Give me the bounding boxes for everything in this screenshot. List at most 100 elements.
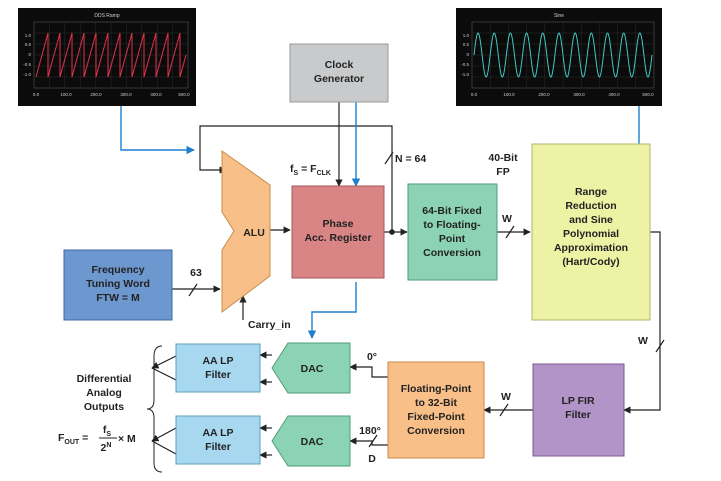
fixed-to-float-line4: Conversion: [423, 247, 481, 259]
dac-bottom-label: DAC: [301, 436, 324, 448]
aa-filter-top-block: AA LP Filter: [175, 343, 261, 393]
w-bottom-label: W: [501, 391, 511, 403]
aa-bottom-output-b: [151, 440, 177, 455]
ramp-x-tick: 200.0: [90, 92, 102, 97]
fout-numerator: fS: [103, 424, 112, 438]
bus-slashes: [188, 151, 665, 448]
clock-generator-line2: Generator: [314, 73, 364, 85]
output-brace: [146, 345, 163, 473]
fixed-to-float-line1: 64-Bit Fixed: [422, 205, 482, 217]
range-to-fir-wire: [623, 231, 661, 414]
fout-denominator: 2N: [101, 442, 112, 454]
ftw-line2: Tuning Word: [86, 278, 150, 290]
range-line6: (Hart/Cody): [562, 256, 619, 268]
sine-y-tick: -0.5: [461, 62, 469, 67]
n-bits-label: N = 64: [395, 153, 426, 165]
bus-slash-n: [384, 151, 394, 165]
aa-bottom-output-a: [151, 427, 177, 442]
bus-slash-w: [505, 225, 515, 239]
ftw-block: Frequency Tuning Word FTW = M: [63, 249, 173, 321]
d-label: D: [368, 453, 376, 465]
fs-label: fS = FCLK: [290, 163, 331, 177]
outputs-line3: Outputs: [84, 401, 124, 413]
sine-y-tick: 1.0: [463, 33, 470, 38]
range-line4: Polynomial: [563, 228, 619, 240]
fixed-to-float-line3: Point: [439, 233, 466, 245]
sine-scope-background: [456, 8, 662, 106]
bus-slash-w-bottom: [499, 403, 509, 417]
clock-generator-block: Clock Generator: [289, 43, 389, 103]
dac-top-block: DAC: [271, 342, 351, 394]
sine-x-tick: 100.0: [503, 92, 515, 97]
phase-acc-block: Phase Acc. Register: [291, 185, 385, 279]
fixed-to-float-line2: to Floating-: [423, 219, 481, 231]
aa-filter-bottom-box: [175, 415, 261, 465]
fixed-to-float-box: [407, 183, 498, 281]
phase-probe-line: [307, 282, 357, 339]
ramp-y-tick: 0.5: [25, 42, 32, 47]
phase-acc-box: [291, 185, 385, 279]
dac-top-shape: [271, 342, 351, 394]
ramp-scope: DDS Ramp 1.0 0.5 0 -0.5 -1.0 0.0 100.0 2…: [18, 8, 196, 106]
output-node: [389, 229, 395, 235]
w-right-label: W: [638, 335, 648, 347]
aa-top-line2: Filter: [205, 369, 231, 381]
lp-fir-line1: LP FIR: [561, 395, 594, 407]
lp-fir-block: LP FIR Filter: [532, 363, 625, 457]
fout-lhs: FOUT =: [58, 432, 88, 446]
outputs-line1: Differential: [77, 373, 132, 385]
ramp-scope-title: DDS Ramp: [94, 13, 120, 19]
float-to-fixed-block: Floating-Point to 32-Bit Fixed-Point Con…: [387, 361, 485, 459]
bus-slash-w-right: [655, 339, 665, 353]
aa-filter-bottom-block: AA LP Filter: [175, 415, 261, 465]
ramp-trace: [35, 32, 187, 78]
alu-label: ALU: [243, 227, 265, 239]
phase-0-label: 0°: [367, 351, 377, 363]
ramp-y-tick: 1.0: [25, 33, 32, 38]
range-line3: and Sine: [569, 214, 613, 226]
aa-top-output-a: [151, 355, 177, 369]
sine-scope-title: Sine: [554, 13, 564, 19]
sine-y-tick: -1.0: [461, 72, 469, 77]
clock-generator-box: [289, 43, 389, 103]
range-reduction-box: [531, 143, 651, 321]
ramp-x-tick: 100.0: [60, 92, 72, 97]
sine-y-tick: 0: [466, 52, 469, 57]
phase-acc-line1: Phase: [323, 218, 354, 230]
alu-shape: [221, 150, 271, 313]
sine-x-tick: 300.0: [573, 92, 585, 97]
fout-tail: × M: [118, 433, 136, 445]
alu-block: ALU: [221, 150, 271, 313]
sine-x-tick: 500.0: [642, 92, 654, 97]
ramp-x-tick: 400.0: [150, 92, 162, 97]
lp-fir-box: [532, 363, 625, 457]
fout-formula: FOUT = fS 2N × M: [58, 424, 136, 454]
convert-to-dac-bottom-wire: [349, 437, 388, 446]
signal-wires: [151, 102, 661, 459]
float-to-fixed-box: [387, 361, 485, 459]
ftw-box: [63, 249, 173, 321]
aa-bottom-line2: Filter: [205, 441, 231, 453]
sine-x-tick: 200.0: [538, 92, 550, 97]
ftw-bits-label: 63: [190, 267, 202, 279]
range-reduction-block: Range Reduction and Sine Polynomial Appr…: [531, 143, 651, 321]
ramp-x-tick: 300.0: [120, 92, 132, 97]
bus-slash-63: [188, 283, 198, 297]
ramp-y-tick: -0.5: [23, 62, 31, 67]
ramp-scope-background: [18, 8, 196, 106]
carry-in-label: Carry_in: [248, 319, 291, 331]
ramp-y-tick: -1.0: [23, 72, 31, 77]
ramp-x-ticks: 0.0 100.0 200.0 300.0 400.0 500.0: [33, 92, 190, 97]
float-to-fixed-line4: Conversion: [407, 425, 465, 437]
fp-bits-line2: FP: [496, 166, 509, 178]
ramp-y-ticks: 1.0 0.5 0 -0.5 -1.0: [23, 33, 31, 77]
sine-x-tick: 400.0: [608, 92, 620, 97]
ftw-line1: Frequency: [91, 264, 144, 276]
dac-bottom-shape: [271, 415, 351, 467]
aa-bottom-line1: AA LP: [202, 427, 233, 439]
w-top-label: W: [502, 213, 512, 225]
float-to-fixed-line1: Floating-Point: [401, 383, 472, 395]
sine-y-ticks: 1.0 0.5 0 -0.5 -1.0: [461, 33, 469, 77]
feedback-wire: [199, 125, 393, 232]
